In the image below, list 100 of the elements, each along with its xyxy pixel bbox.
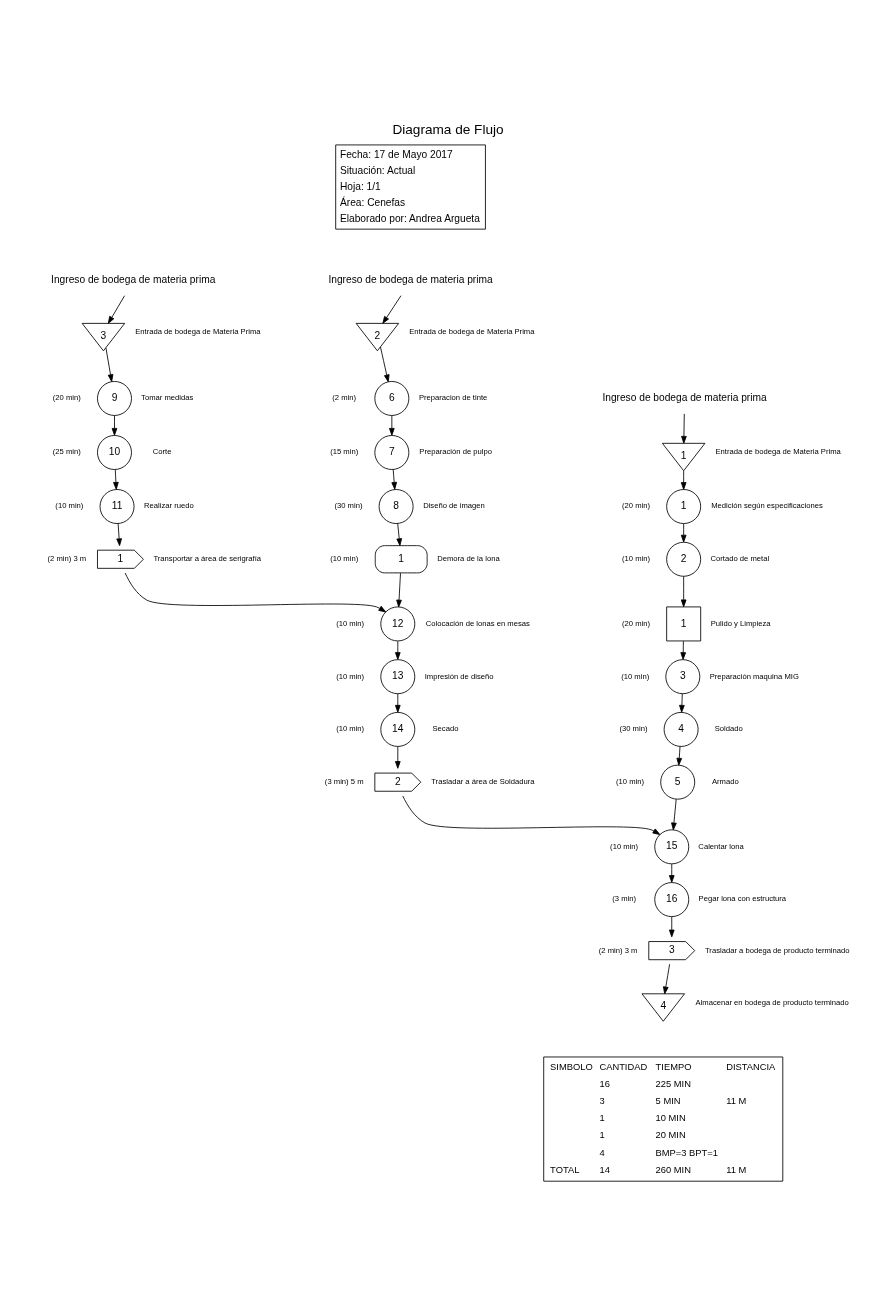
node-text: Ingreso de bodega de materia prima — [328, 273, 493, 285]
node-label: Secado — [432, 724, 459, 734]
arrow — [679, 693, 685, 713]
arrow — [671, 798, 677, 831]
node-label: (2 min) 3 m — [598, 945, 638, 955]
node-label: Preparacion de tinte — [418, 393, 488, 403]
label: 10 MIN — [655, 1113, 686, 1124]
node-label: (10 min) — [55, 501, 84, 511]
node-circle: 6 — [374, 381, 410, 416]
node-circle: 7 — [374, 435, 410, 470]
node-label: Pegar lona con estructura — [698, 894, 787, 904]
label: BMP=3 BPT=1 — [655, 1147, 718, 1158]
arrow — [111, 415, 118, 436]
node-box: 1 — [374, 545, 428, 574]
node-circle: 13 — [380, 659, 416, 695]
node-circle: 11 — [99, 489, 135, 524]
arrow — [668, 863, 675, 883]
arrow — [680, 640, 686, 660]
node-label: (25 min) — [52, 447, 81, 457]
node-label: Entrada de bodega de Materia Prima — [135, 327, 261, 337]
node-circle: 9 — [97, 381, 132, 416]
arrow — [663, 963, 671, 995]
arrow — [380, 346, 390, 383]
label: 11 M — [726, 1164, 747, 1175]
node-label: Realizar ruedo — [144, 501, 194, 511]
arrow — [395, 693, 401, 713]
node-label: (10 min) — [610, 841, 639, 851]
label: 260 MIN — [655, 1164, 691, 1175]
node-label: Impresión de diseño — [424, 671, 494, 681]
label: 5 MIN — [655, 1096, 681, 1107]
node-label: (20 min) — [52, 393, 81, 403]
node-label: Soldado — [714, 724, 743, 734]
node-label: (2 min) 3 m — [47, 554, 87, 564]
node-label: (10 min) — [616, 777, 645, 787]
label: 20 MIN — [655, 1130, 686, 1141]
label: Área: Cenefas — [339, 197, 406, 209]
arrow — [396, 523, 403, 547]
arrow — [681, 413, 687, 444]
node-circle: 3 — [665, 659, 701, 695]
label: 1 — [599, 1113, 605, 1124]
node-label: (20 min) — [622, 618, 651, 628]
node-label: Preparación de pulpo — [419, 447, 492, 457]
node-label: Tomar medidas — [141, 393, 194, 403]
node-label: Trasladar a bodega de producto terminado — [704, 945, 850, 955]
label: Fecha: 17 de Mayo 2017 — [339, 148, 453, 160]
arrow — [105, 347, 114, 382]
node-label: Corte — [152, 447, 172, 457]
label: CANTIDAD — [599, 1062, 648, 1073]
node-label: Transportar a área de serigrafía — [153, 554, 262, 564]
node-label: Colocación de lonas en mesas — [425, 618, 530, 628]
node-label: (10 min) — [622, 554, 651, 564]
node-circle: 14 — [380, 712, 416, 747]
arrow — [402, 795, 661, 835]
label: DISTANCIA — [726, 1062, 776, 1073]
node-label: (10 min) — [336, 671, 365, 681]
arrow — [680, 470, 687, 490]
node-circle: 5 — [660, 764, 696, 800]
diagram-title: Diagrama de Flujo — [392, 121, 504, 137]
label: TIEMPO — [655, 1062, 692, 1073]
node-label: (10 min) — [621, 671, 650, 681]
arrow — [382, 295, 402, 324]
label: 3 — [599, 1096, 605, 1107]
label: 11 M — [726, 1096, 747, 1107]
node-label: Medición según especificaciones — [711, 501, 823, 511]
label: Elaborado por: Andrea Argueta — [339, 213, 480, 225]
label: TOTAL — [550, 1164, 580, 1175]
node-circle: 4 — [663, 712, 699, 747]
node-label: (30 min) — [619, 724, 648, 734]
node-label: Entrada de bodega de Materia Prima — [409, 327, 535, 337]
node-label: Demora de la lona — [437, 554, 500, 564]
arrow — [680, 575, 687, 608]
node-label: Trasladar a área de Soldadura — [431, 777, 535, 787]
label: 14 — [599, 1164, 610, 1175]
arrow — [113, 469, 119, 490]
node-label: (2 min) — [332, 393, 357, 403]
arrow — [124, 572, 387, 613]
node-box: 1 — [666, 606, 702, 642]
node-label: (15 min) — [330, 447, 359, 457]
node-circle: 2 — [666, 541, 702, 577]
arrow — [391, 469, 397, 490]
node-label: (30 min) — [334, 501, 363, 511]
node-text: Ingreso de bodega de materia prima — [602, 392, 767, 404]
label: 1 — [599, 1130, 605, 1141]
label: Situación: Actual — [339, 164, 416, 176]
node-label: (3 min) — [612, 894, 636, 904]
arrow — [395, 640, 401, 660]
arrow — [676, 746, 683, 766]
node-label: (10 min) — [336, 724, 365, 734]
node-label: Almacenar en bodega de producto terminado — [695, 997, 849, 1007]
arrow — [680, 523, 687, 543]
arrow — [396, 572, 402, 608]
arrow — [389, 415, 395, 436]
node-label: Entrada de bodega de Materia Prima — [715, 447, 841, 457]
node-label: (20 min) — [622, 501, 651, 511]
node-circle: 16 — [654, 882, 690, 918]
node-label: Cortado de metal — [710, 554, 770, 564]
node-circle: 10 — [97, 435, 132, 470]
node-label: Preparación maquina MIG — [709, 671, 799, 681]
node-label: Pulido y Limpieza — [710, 618, 771, 628]
node-text: Ingreso de bodega de materia prima — [51, 273, 216, 285]
